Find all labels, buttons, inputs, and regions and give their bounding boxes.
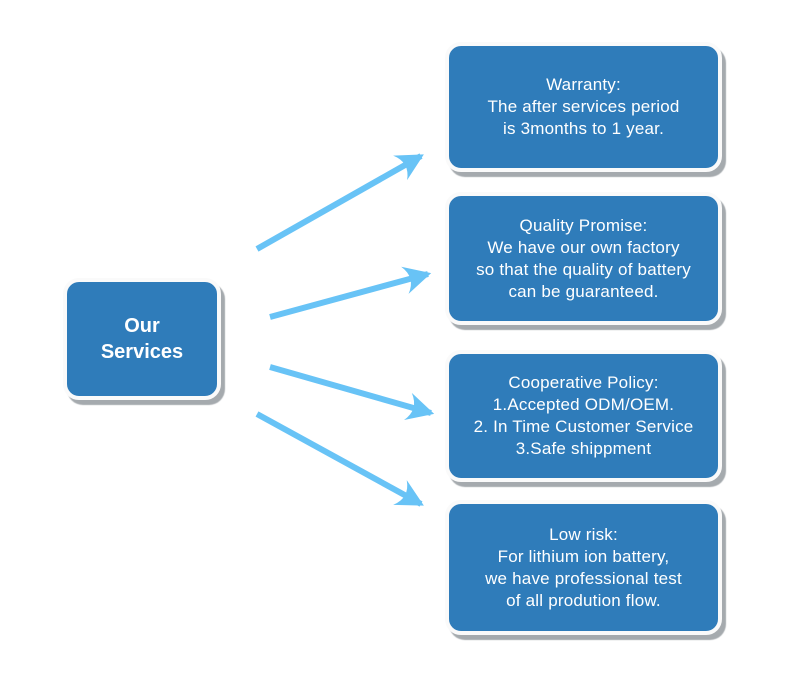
service-title: Warranty: xyxy=(546,75,621,94)
arrow-to-quality-promise xyxy=(269,266,432,320)
service-line: We have our own factory xyxy=(487,237,680,257)
arrow-to-warranty xyxy=(255,153,424,252)
our-services-label: Our Services xyxy=(100,315,184,363)
service-title: Cooperative Policy: xyxy=(508,373,659,392)
arrow-to-cooperative-policy xyxy=(269,364,435,420)
service-box-warranty: Warranty: The after services period is 3… xyxy=(445,42,722,172)
service-line: of all prodution flow. xyxy=(506,590,661,610)
service-box-cooperative-policy: Cooperative Policy: 1.Accepted ODM/OEM. … xyxy=(445,350,722,482)
arrow-to-low-risk xyxy=(255,411,424,507)
service-line: is 3months to 1 year. xyxy=(502,119,665,138)
service-line: 2. In Time Customer Service xyxy=(473,417,694,436)
service-title: Quality Promise: xyxy=(519,215,648,235)
service-line: 3.Safe shippment xyxy=(515,439,652,458)
service-line: so that the quality of battery xyxy=(476,259,691,279)
our-services-box: Our Services xyxy=(63,278,221,400)
service-title: Low risk: xyxy=(549,524,618,544)
service-line: we have professional test xyxy=(485,568,682,588)
service-line: 1.Accepted ODM/OEM. xyxy=(492,395,675,414)
service-box-low-risk: Low risk: For lithium ion battery, we ha… xyxy=(445,500,722,635)
service-line: For lithium ion battery, xyxy=(497,546,670,566)
service-line: The after services period xyxy=(487,97,680,116)
service-box-quality-promise: Quality Promise: We have our own factory… xyxy=(445,192,722,325)
service-line: can be guaranteed. xyxy=(508,281,659,301)
